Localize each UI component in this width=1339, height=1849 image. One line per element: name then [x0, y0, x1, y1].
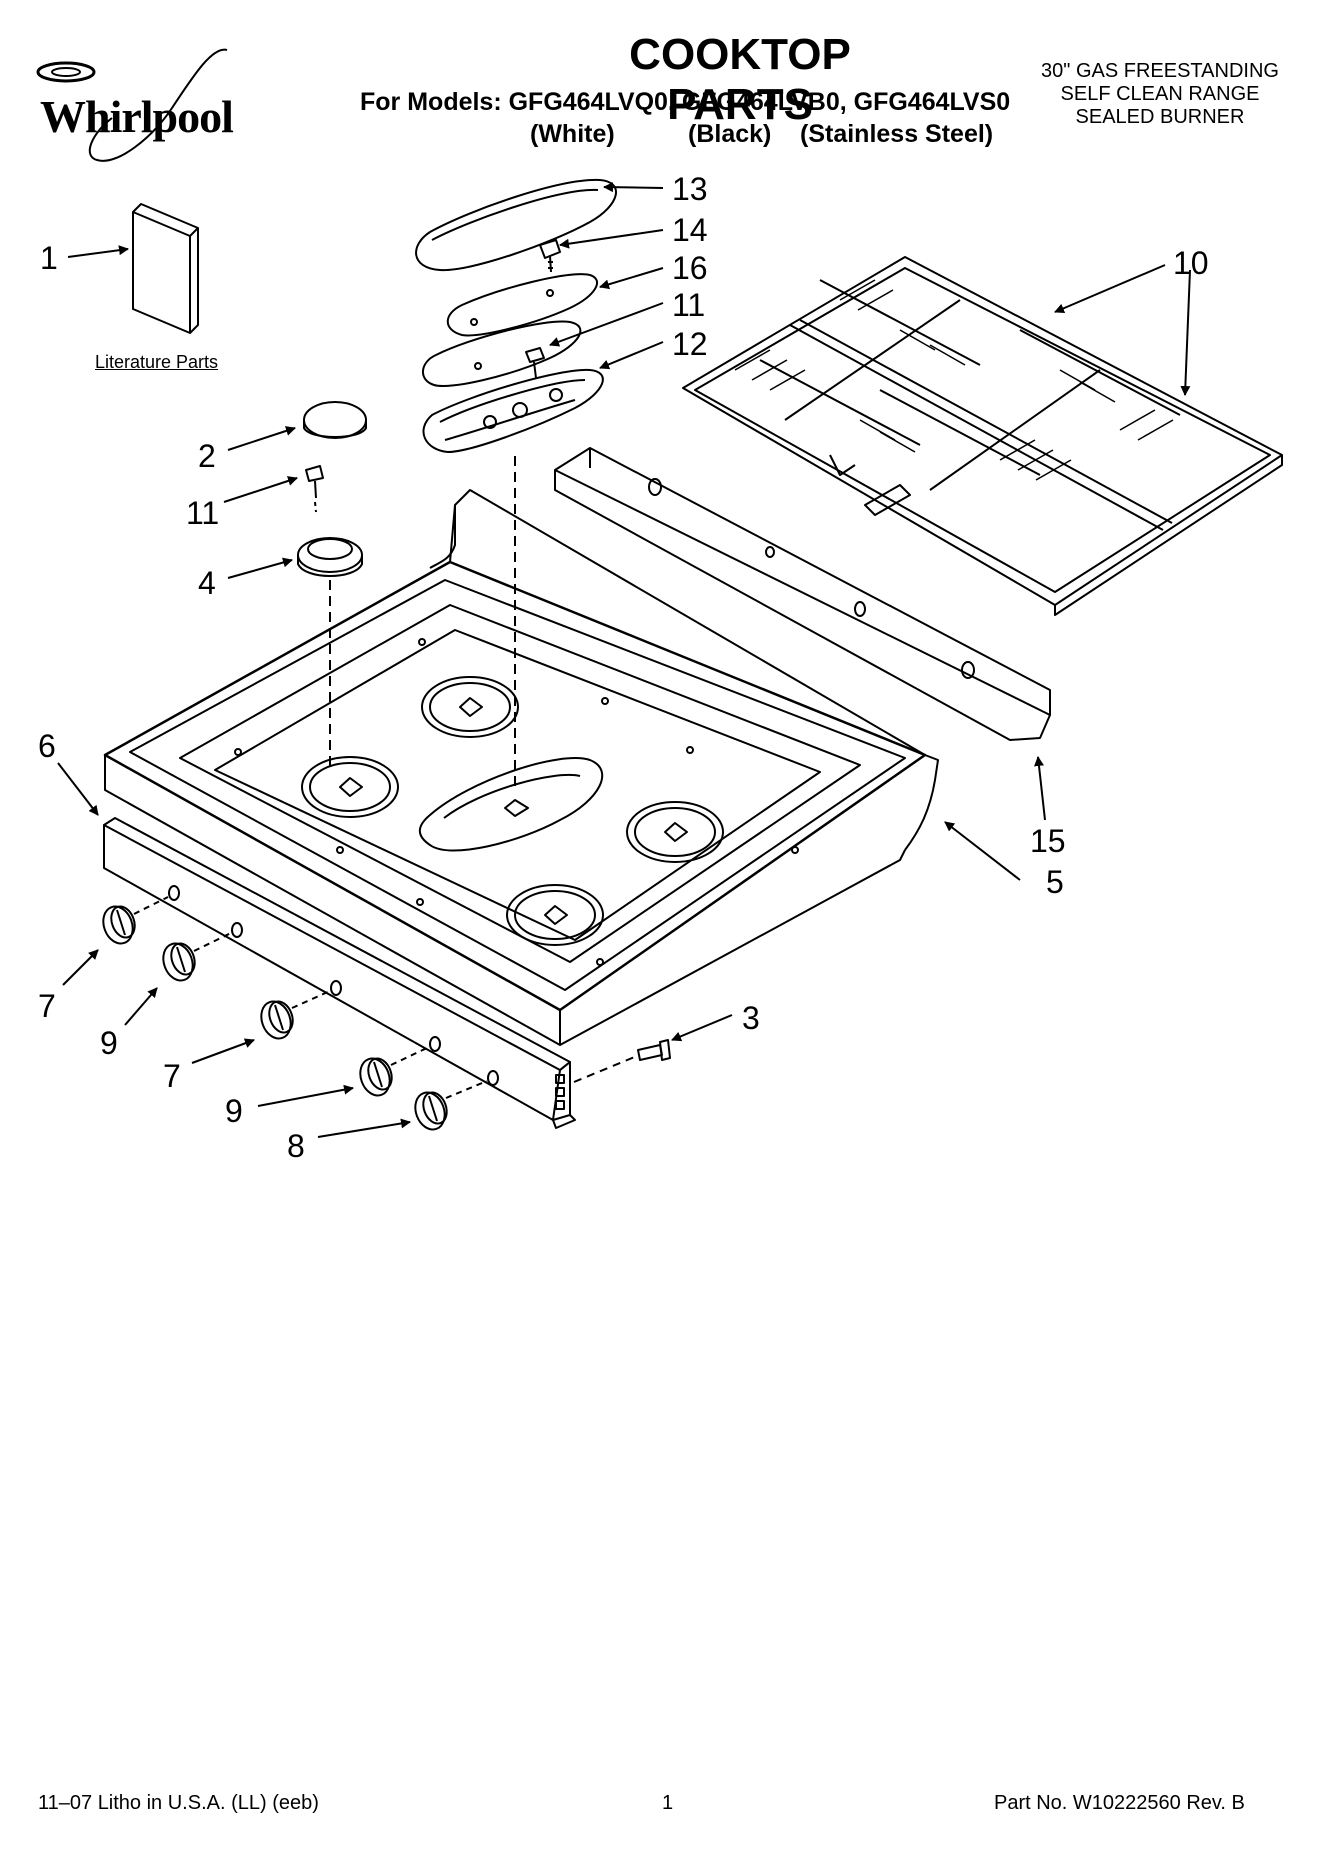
callout-3: 3 — [742, 1000, 760, 1036]
callout-11: 11 — [672, 287, 706, 323]
manifold-panel — [104, 818, 575, 1128]
range-description: 30" GAS FREESTANDING SELF CLEAN RANGE SE… — [1010, 60, 1310, 129]
screw-axis-line — [574, 1056, 637, 1082]
callout-8: 8 — [287, 1128, 305, 1164]
callout-13: 13 — [672, 171, 708, 207]
callout-10: 10 — [1173, 245, 1209, 281]
models-line: For Models: GFG464LVQ0, GFG464LVB0, GFG4… — [360, 88, 1011, 116]
footer-page-number: 1 — [662, 1792, 674, 1814]
callout-12: 12 — [672, 326, 708, 362]
page-title: COOKTOP PARTS — [629, 30, 851, 129]
main-cooktop — [105, 490, 938, 1045]
oval-burner-cap — [416, 180, 616, 270]
oval-burner-gasket — [423, 321, 580, 386]
callout-14: 14 — [672, 212, 708, 248]
callout-5: 5 — [1046, 864, 1064, 900]
variant-black: (Black) — [688, 120, 772, 148]
range-description-line: SEALED BURNER — [1075, 106, 1245, 128]
round-burner-cap — [304, 402, 366, 438]
callout-7: 7 — [38, 988, 56, 1024]
whirlpool-logo: Whirlpool — [22, 48, 272, 168]
literature-booklet — [133, 204, 198, 333]
callout-7: 7 — [163, 1058, 181, 1094]
screw-round-burner — [306, 466, 323, 512]
callout-15: 15 — [1030, 823, 1066, 859]
screw-oval-base — [526, 348, 544, 378]
oval-burner-spreader — [448, 274, 597, 335]
callout-1: 1 — [40, 240, 58, 276]
screw-oval-burner — [540, 240, 560, 272]
control-knob — [355, 1054, 395, 1099]
control-knob — [158, 939, 198, 984]
callout-9: 9 — [225, 1093, 243, 1129]
cooktop-screw — [638, 1040, 670, 1060]
range-description-line: SELF CLEAN RANGE — [1060, 83, 1260, 105]
control-knob — [410, 1088, 450, 1133]
range-description-line: 30" GAS FREESTANDING — [1041, 60, 1279, 82]
callout-4: 4 — [198, 565, 216, 601]
control-knob — [98, 902, 138, 947]
rear-trim-backguard — [555, 448, 1050, 740]
variant-stainless: (Stainless Steel) — [800, 120, 994, 148]
brand-wordmark: Whirlpool — [40, 91, 234, 142]
logo-swirl-graphic — [22, 48, 272, 168]
callout-9: 9 — [100, 1025, 118, 1061]
cooktop-grates — [683, 257, 1282, 615]
callout-leaders — [58, 182, 1190, 1137]
literature-parts-label: Literature Parts — [95, 352, 219, 372]
variant-white: (White) — [530, 120, 615, 148]
callout-6: 6 — [38, 728, 56, 764]
oval-burner-base — [423, 370, 602, 452]
callout-11: 11 — [186, 495, 220, 531]
round-burner-base — [298, 538, 362, 576]
callout-2: 2 — [198, 438, 216, 474]
footer-part-number: Part No. W10222560 Rev. B — [994, 1792, 1245, 1814]
control-knob — [256, 997, 296, 1042]
callout-16: 16 — [672, 250, 708, 286]
footer-litho: 11–07 Litho in U.S.A. (LL) (eeb) — [38, 1792, 319, 1814]
